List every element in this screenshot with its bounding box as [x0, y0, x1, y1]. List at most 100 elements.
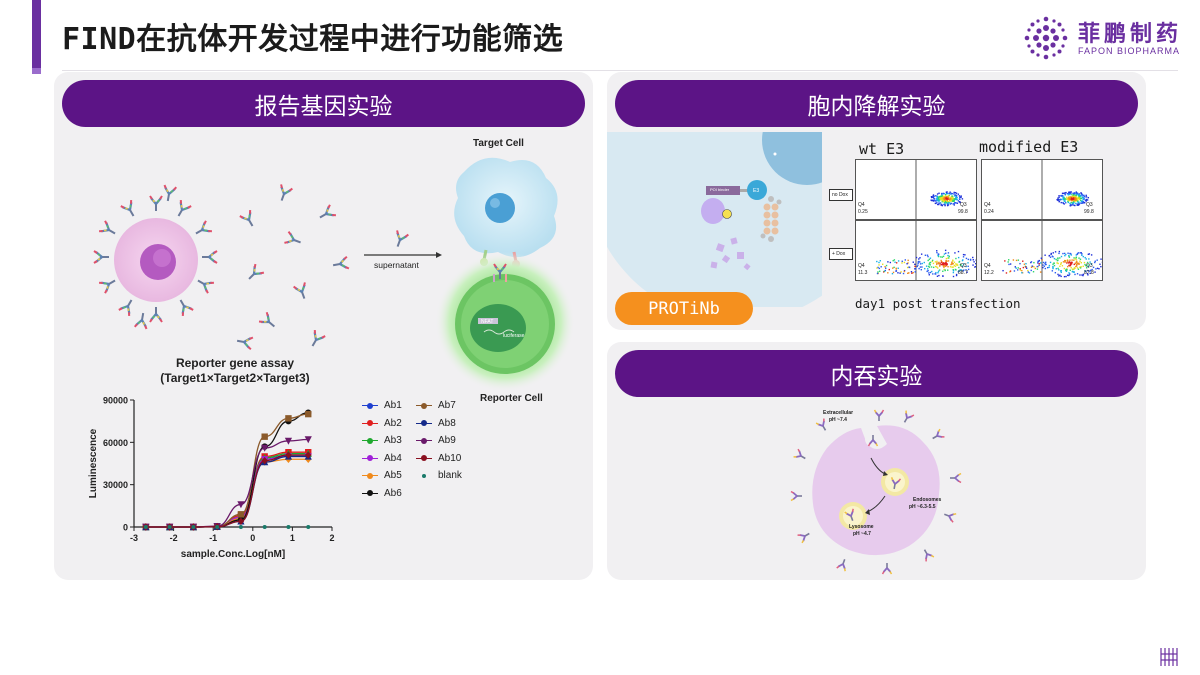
- protinb-illustration: [607, 132, 822, 307]
- legend-label: Ab4: [384, 452, 402, 464]
- reporter-cell: [435, 252, 575, 392]
- x-tick-label: -2: [170, 533, 178, 543]
- data-point: [305, 451, 312, 459]
- x-tick-label: 1: [290, 533, 295, 543]
- series-line: [145, 412, 309, 528]
- y-tick-label: 0: [123, 523, 128, 533]
- endosomes-label: Endosomes: [913, 497, 942, 503]
- series-line: [145, 454, 309, 528]
- series-line: [145, 452, 309, 528]
- reporter-assay-illustration: [92, 157, 575, 392]
- plus-dox-label: + Dox: [832, 251, 846, 257]
- quadrant-label: Q3: [960, 263, 967, 269]
- data-point: [237, 501, 245, 509]
- legend-label: Ab2: [384, 417, 402, 429]
- producer-cell: [114, 218, 198, 302]
- quadrant-label: 0.25: [858, 209, 868, 215]
- flow-scatter: [915, 160, 964, 219]
- legend-label: Ab9: [438, 435, 456, 446]
- company-logo: 菲鹏制药 FAPON BIOPHARMA: [1020, 12, 1185, 64]
- legend-item-ab2: Ab2: [362, 418, 402, 429]
- y-tick-label: 90000: [103, 396, 128, 406]
- data-point: [167, 525, 172, 529]
- legend-label: Ab5: [384, 470, 402, 481]
- legend-label: Ab3: [384, 435, 402, 446]
- data-point: [143, 525, 148, 529]
- quadrant-label: 99.8: [1084, 209, 1094, 215]
- series-line: [145, 454, 309, 528]
- series-line: [145, 451, 309, 528]
- legend-item-ab9: Ab9: [416, 435, 456, 446]
- legend-swatch: [416, 453, 432, 463]
- quadrant-label: 11.3: [858, 270, 868, 276]
- legend-swatch: [362, 418, 378, 428]
- legend-swatch: [362, 488, 378, 498]
- data-point: [191, 525, 196, 529]
- series-line: [145, 413, 309, 528]
- quadrant-label: 12.2: [984, 270, 994, 276]
- x-tick-label: -1: [209, 533, 217, 543]
- target-cell: [454, 157, 558, 268]
- data-point: [261, 444, 269, 452]
- data-point: [261, 433, 268, 440]
- x-tick-label: -3: [130, 533, 138, 543]
- endocytosis-panel: 内吞实验: [607, 342, 1146, 580]
- y-axis-label: Luminescence: [88, 428, 99, 498]
- logo-chinese-name: 菲鹏制药: [1078, 21, 1183, 47]
- legend-swatch: [362, 471, 378, 481]
- data-point: [284, 437, 293, 445]
- data-point: [237, 511, 245, 518]
- legend-item-ab1: Ab1: [362, 400, 402, 411]
- quadrant-label: Q4: [858, 202, 865, 208]
- legend-label: Ab8: [438, 417, 456, 429]
- target-cell-label: Target Cell: [473, 138, 524, 149]
- x-axis-label: sample.Conc.Log[nM]: [181, 549, 285, 560]
- x-tick-label: 2: [329, 533, 334, 543]
- legend-label: Ab7: [438, 400, 456, 411]
- quadrant-label: Q4: [858, 263, 865, 269]
- legend-label: Ab10: [438, 452, 462, 464]
- data-point: [262, 525, 267, 529]
- data-point: [215, 525, 220, 529]
- y-tick-label: 60000: [103, 438, 128, 448]
- legend-label: Ab1: [384, 400, 402, 411]
- legend-label: blank: [438, 470, 462, 481]
- legend-item-ab7: Ab7: [416, 400, 456, 411]
- title-divider: [62, 70, 1178, 71]
- modified-e3-label: modified E3: [979, 138, 1079, 156]
- data-point: [286, 525, 291, 529]
- reporter-gene-panel: 报告基因实验: [54, 72, 593, 580]
- series-line: [145, 458, 309, 528]
- title-accent-bar: [32, 0, 41, 74]
- nfat-label: NFAT: [481, 319, 494, 325]
- x-tick-label: 0: [250, 533, 255, 543]
- series-ab7: [142, 410, 312, 531]
- e3-label: E3: [753, 188, 760, 194]
- series-ab6: [142, 409, 312, 531]
- series-line: [145, 455, 309, 528]
- legend-swatch: [416, 436, 432, 446]
- luciferase-label: luciferase: [503, 333, 525, 339]
- quadrant-label: 0.24: [984, 209, 994, 215]
- flow-scatter: [1041, 160, 1090, 219]
- page-title: FIND在抗体开发过程中进行功能筛选: [62, 22, 564, 57]
- legend-swatch: [362, 401, 378, 411]
- series-blank: [143, 525, 311, 529]
- quadrant-label: Q3: [960, 202, 967, 208]
- data-point: [305, 410, 312, 418]
- supernatant-label: supernatant: [374, 260, 419, 270]
- poi-binder-label: POI binder: [710, 187, 730, 192]
- lysosome-ph: pH ~4.7: [853, 531, 871, 537]
- legend-swatch: [416, 418, 432, 428]
- quadrant-label: 88.7: [958, 270, 968, 276]
- extracellular-ph: pH ~7.4: [829, 417, 847, 423]
- corner-logo-icon: [1160, 648, 1178, 666]
- legend-item-ab8: Ab8: [416, 418, 456, 429]
- free-antibodies: [234, 183, 351, 351]
- y-tick-label: 30000: [103, 480, 128, 490]
- degradation-panel: 胞内降解实验 POI binder E3 PROTiNb wt E3 modif…: [607, 72, 1146, 330]
